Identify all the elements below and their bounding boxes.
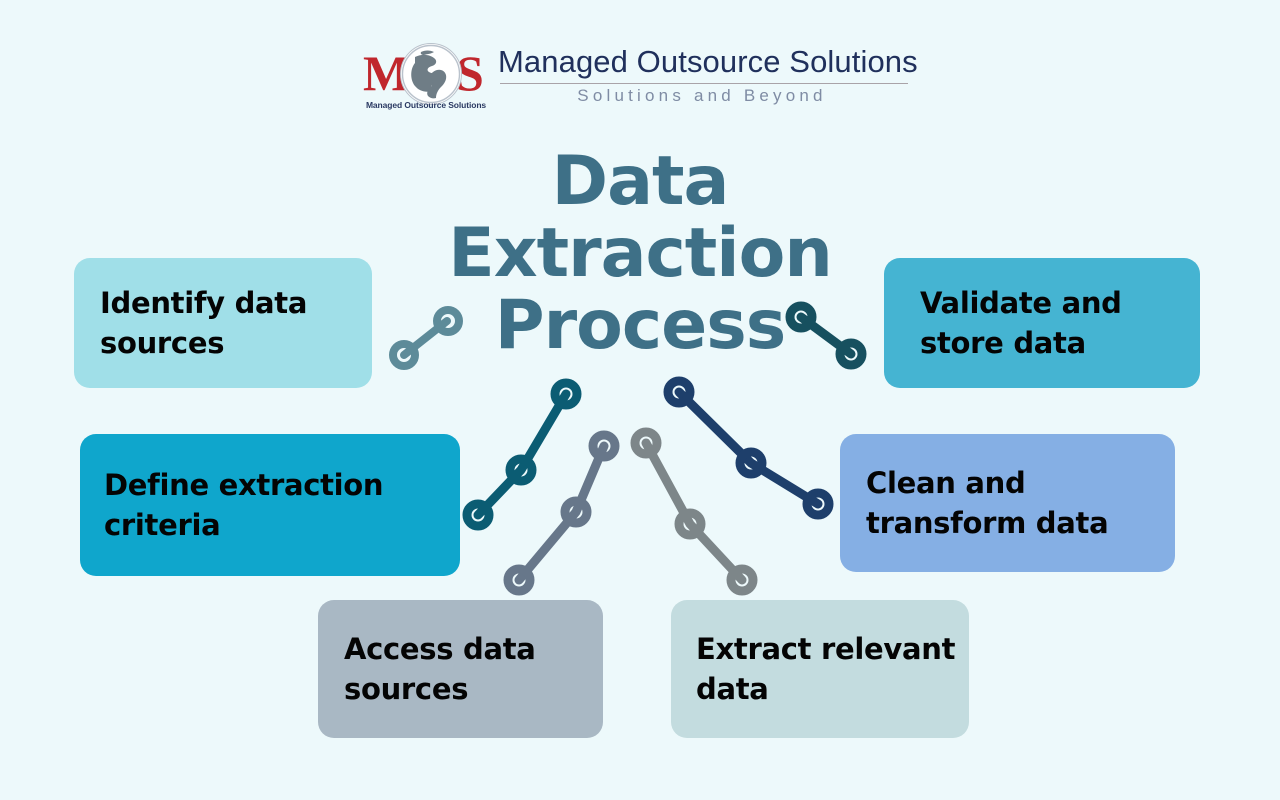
step-label: Identify data sources xyxy=(100,286,308,360)
logo-wordmark: Managed Outsource Solutions Solutions an… xyxy=(492,44,918,106)
connector-identify xyxy=(389,306,463,370)
step-card-identify-data-sources[interactable]: Identify data sources xyxy=(74,258,372,388)
connector-access xyxy=(503,430,620,596)
step-card-validate-and-store-data[interactable]: Validate and store data xyxy=(884,258,1200,388)
logo-mark: M S Managed Outsource Solutions xyxy=(360,43,492,122)
step-label: Define extraction criteria xyxy=(104,468,384,542)
step-card-clean-and-transform-data[interactable]: Clean and transform data xyxy=(840,434,1175,572)
globe-icon xyxy=(400,43,462,105)
logo-company-name: Managed Outsource Solutions xyxy=(498,44,918,79)
logo-tagline: Solutions and Beyond xyxy=(577,86,827,105)
step-card-extract-relevant-data[interactable]: Extract relevant data xyxy=(671,600,969,738)
company-logo: M S Managed Outsource Solutions xyxy=(360,43,920,126)
logo-mark-letters: M S xyxy=(360,43,492,105)
logo-mark-caption: Managed Outsource Solutions xyxy=(365,100,487,110)
step-label: Access data sources xyxy=(344,632,536,706)
connector-define xyxy=(462,378,582,531)
connector-clean xyxy=(663,376,834,520)
connector-extract xyxy=(630,427,758,596)
step-label: Validate and store data xyxy=(920,286,1122,360)
step-label: Extract relevant data xyxy=(696,632,956,706)
connector-validate xyxy=(785,301,867,370)
step-card-access-data-sources[interactable]: Access data sources xyxy=(318,600,603,738)
step-card-define-extraction-criteria[interactable]: Define extraction criteria xyxy=(80,434,460,576)
step-label: Clean and transform data xyxy=(866,466,1109,540)
logo-divider xyxy=(500,83,908,84)
